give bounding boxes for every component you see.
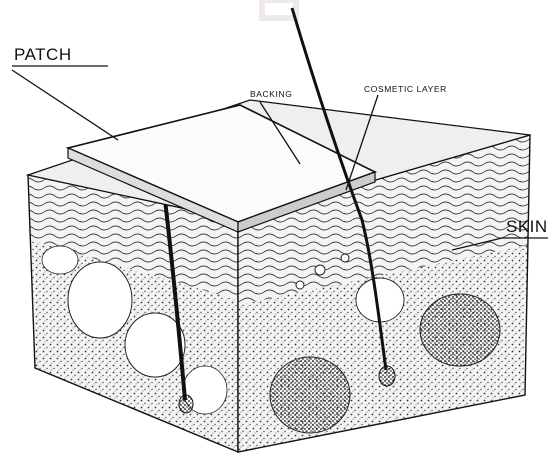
label-backing: BACKING (250, 89, 292, 99)
hair-bulb (379, 366, 395, 386)
label-patch: PATCH (14, 45, 72, 64)
label-cosmetic-layer: COSMETIC LAYER (364, 84, 447, 94)
label-skin: SKIN (506, 217, 548, 236)
